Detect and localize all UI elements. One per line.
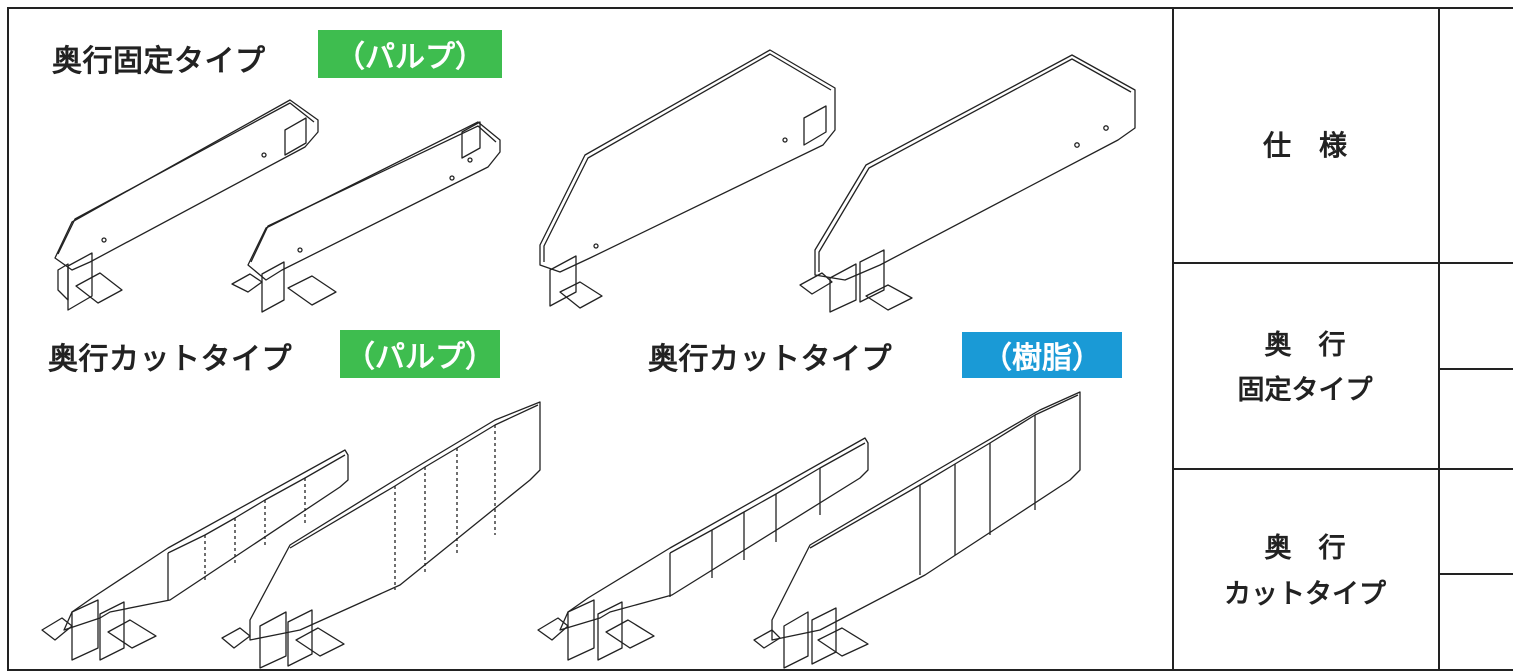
cut-pulp-large-divider — [222, 402, 540, 668]
row-divider-2 — [1172, 468, 1513, 470]
cut-resin-large-divider — [754, 392, 1080, 668]
cut-type-label-line2: カットタイプ — [1224, 579, 1386, 610]
fixed-large-divider-1 — [540, 50, 835, 308]
cut-pulp-small-divider — [42, 450, 348, 660]
fixed-type-label-line2: 固定タイプ — [1237, 375, 1373, 406]
spec-label: 仕 様 — [1262, 129, 1347, 162]
cut-resin-title: 奥行カットタイプ — [648, 342, 892, 377]
sub-row-divider-2 — [1438, 573, 1513, 575]
sub-row-divider-1 — [1438, 368, 1513, 370]
cut-pulp-title: 奥行カットタイプ — [48, 342, 292, 377]
cut-resin-small-divider — [538, 438, 868, 660]
table-left-border — [1172, 7, 1174, 671]
fixed-small-divider-1 — [55, 100, 318, 310]
fixed-pulp-badge: （パルプ） — [318, 30, 502, 78]
divider-illustrations — [0, 0, 1170, 672]
table-inner-border — [1438, 7, 1440, 671]
fixed-pulp-title: 奥行固定タイプ — [52, 44, 266, 79]
fixed-type-label-line1: 奥 行 — [1264, 330, 1346, 361]
page-frame — [7, 7, 1513, 671]
cut-pulp-badge: （パルプ） — [340, 330, 500, 378]
fixed-small-divider-2 — [232, 122, 500, 312]
cut-resin-badge: （樹脂） — [962, 332, 1122, 378]
fixed-large-divider-2 — [800, 55, 1135, 312]
row-divider-1 — [1172, 262, 1513, 264]
cut-type-label-line1: 奥 行 — [1264, 533, 1346, 564]
